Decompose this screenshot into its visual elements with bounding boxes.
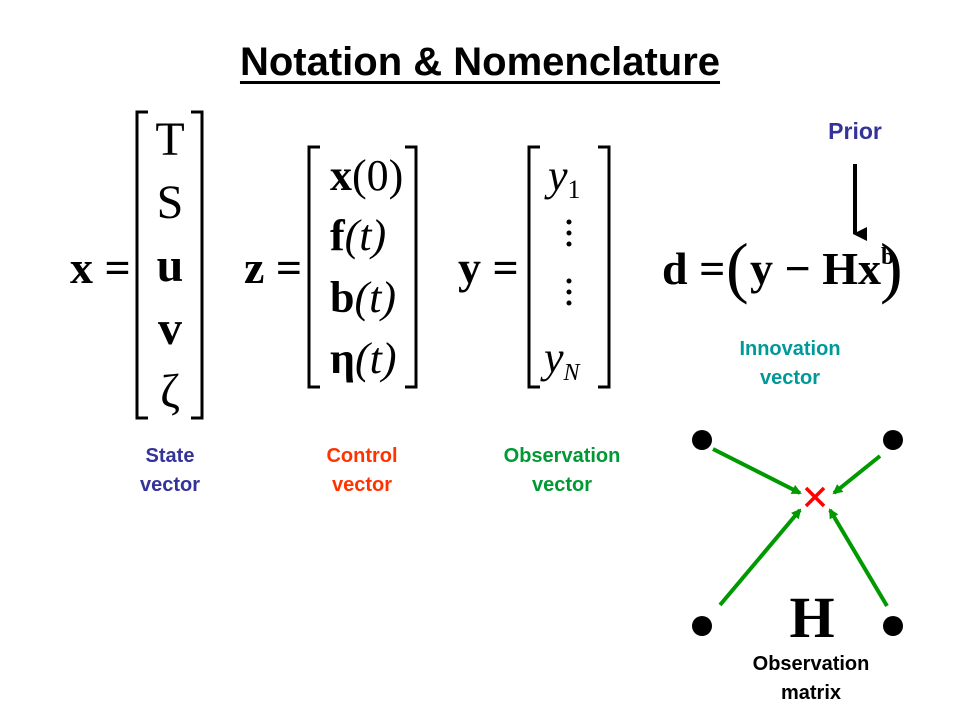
- state-caption-line1: State: [145, 445, 195, 467]
- page-title: Notation & Nomenclature: [239, 40, 721, 84]
- control-element-x0: x(0): [330, 151, 403, 200]
- arrow-top-left: [712, 447, 802, 495]
- innovation-caption: Innovation vector: [725, 335, 855, 393]
- observation-left-bracket: [527, 145, 540, 389]
- prior-label: Prior: [815, 117, 895, 146]
- observation-vector-lhs: y =: [458, 242, 519, 293]
- innovation-right-paren: ): [880, 229, 903, 305]
- matrix-caption-line1: Observation: [752, 653, 870, 675]
- control-vector-equation: z = x(0) f(t) b(t) η(t): [244, 145, 418, 389]
- control-right-bracket: [405, 145, 418, 389]
- control-caption-line1: Control: [326, 445, 398, 467]
- state-caption-line2: vector: [139, 474, 201, 496]
- control-caption: Control vector: [300, 442, 424, 500]
- observation-right-bracket: [598, 145, 611, 389]
- observation-caption-line1: Observation: [503, 445, 621, 467]
- innovation-equation: d = ( y − Hxb ): [662, 164, 903, 305]
- prior-label-text: Prior: [828, 118, 882, 144]
- control-element-bt: b(t): [330, 273, 396, 322]
- state-element-u: u: [157, 239, 184, 292]
- innovation-left-paren: (: [726, 229, 749, 305]
- state-caption: State vector: [110, 442, 230, 500]
- state-element-temperature: T: [155, 113, 184, 166]
- control-left-bracket: [307, 145, 320, 389]
- observation-matrix-diagram: H: [692, 430, 903, 650]
- grid-point-bottom-right: [883, 616, 903, 636]
- observation-element-y1: y1: [544, 151, 581, 204]
- state-left-bracket: [135, 110, 148, 420]
- matrix-caption: Observation matrix: [726, 650, 896, 708]
- state-element-v: v: [158, 302, 182, 355]
- innovation-caption-line1: Innovation: [739, 338, 841, 360]
- observation-matrix-symbol: H: [789, 585, 834, 650]
- grid-point-top-left: [692, 430, 712, 450]
- state-element-salinity: S: [157, 176, 184, 229]
- state-element-zeta: ζ: [160, 365, 180, 418]
- state-vector-equation: x = T S u v ζ: [70, 110, 204, 420]
- observation-vector-equation: y = y1 yN: [458, 145, 611, 389]
- observation-caption: Observation vector: [482, 442, 642, 500]
- control-caption-line2: vector: [331, 474, 393, 496]
- matrix-caption-line2: matrix: [780, 682, 842, 704]
- innovation-lhs: d =: [662, 243, 725, 294]
- arrow-top-right: [832, 454, 882, 495]
- control-element-ft: f(t): [330, 211, 386, 260]
- observation-point-cross: [804, 486, 826, 508]
- observation-vdots: [566, 219, 572, 306]
- state-vector-lhs: x =: [70, 242, 131, 293]
- arrow-bottom-right: [828, 508, 889, 608]
- control-vector-lhs: z =: [244, 242, 302, 293]
- observation-element-yN: yN: [540, 333, 582, 386]
- innovation-body: y − Hxb: [750, 243, 894, 294]
- grid-point-top-right: [883, 430, 903, 450]
- grid-point-bottom-left: [692, 616, 712, 636]
- state-right-bracket: [191, 110, 204, 420]
- arrow-bottom-left: [718, 508, 802, 607]
- innovation-caption-line2: vector: [759, 367, 821, 389]
- observation-caption-line2: vector: [531, 474, 593, 496]
- control-element-etat: η(t): [330, 334, 397, 383]
